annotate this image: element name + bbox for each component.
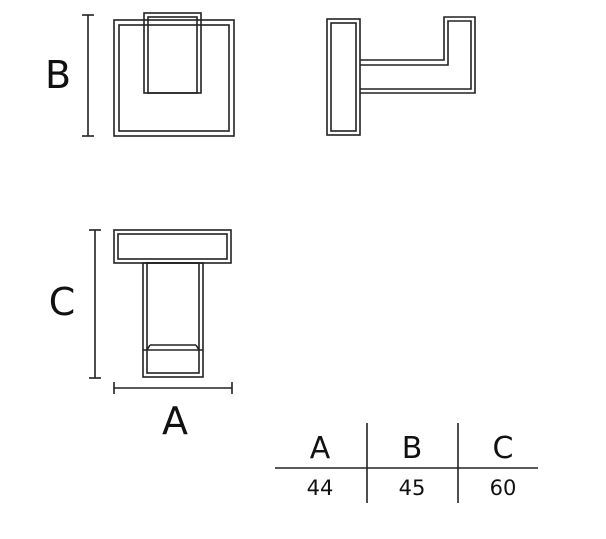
top-stem-outer [142, 262, 204, 378]
front-block-inner [147, 16, 198, 94]
table-value-a: 44 [307, 476, 334, 500]
table-header-b: B [402, 431, 423, 466]
front-plate-inner [118, 24, 230, 132]
dimension-a [113, 382, 233, 394]
label-c: C [49, 280, 76, 324]
label-b: B [45, 53, 71, 97]
side-hook-inner [360, 20, 472, 90]
top-cap-outer [113, 229, 232, 264]
dimension-table-lines [275, 423, 538, 503]
dimension-b [82, 14, 94, 137]
table-value-b: 45 [399, 476, 426, 500]
side-plate-inner [330, 22, 357, 132]
side-view [326, 16, 476, 136]
top-stem-end-right [195, 344, 200, 351]
table-header-c: C [493, 431, 514, 466]
table-value-c: 60 [490, 476, 517, 500]
top-cap-inner [117, 233, 228, 260]
dimension-c [89, 229, 101, 379]
label-a: A [162, 399, 188, 443]
table-header-a: A [310, 431, 331, 466]
front-plate-outer [113, 19, 235, 137]
top-stem-end-left [146, 344, 151, 351]
front-view [113, 12, 235, 137]
side-hook-outer [360, 16, 476, 94]
top-stem-inner [146, 262, 200, 374]
top-view [113, 229, 232, 378]
side-plate-outer [326, 18, 361, 136]
